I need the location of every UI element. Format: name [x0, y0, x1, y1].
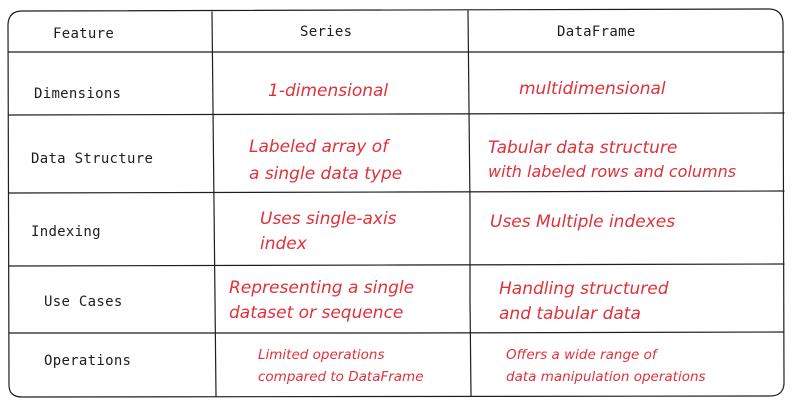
header-feature: Feature	[53, 26, 114, 42]
row-dimensions-series-line-1: 1-dimensional	[268, 81, 388, 101]
row-use-cases-series-line-1: Representing a single	[229, 278, 414, 298]
row-data-structure-feature: Data Structure	[31, 151, 153, 167]
row-use-cases-dataframe-line-1: Handling structured	[499, 279, 669, 299]
row-dimensions-feature: Dimensions	[34, 86, 121, 102]
row-data-structure-series-line-1: Labeled array of	[249, 137, 391, 157]
row-operations-dataframe-line-1: Offers a wide range of	[506, 347, 659, 363]
row-operations-dataframe-line-2: data manipulation operations	[506, 369, 706, 385]
row-divider-5	[8, 331, 785, 334]
row-divider-2	[8, 112, 785, 116]
row-use-cases-feature: Use Cases	[44, 294, 123, 310]
column-divider-2	[467, 10, 472, 397]
row-operations-series-line-1: Limited operations	[258, 347, 384, 363]
row-operations-feature: Operations	[44, 353, 131, 369]
row-operations-series-line-2: compared to DataFrame	[258, 369, 424, 385]
row-indexing-dataframe-line-1: Uses Multiple indexes	[490, 212, 675, 232]
column-divider-1	[211, 11, 217, 397]
row-dimensions-dataframe-line-1: multidimensional	[519, 79, 666, 99]
header-series: Series	[300, 24, 352, 40]
row-indexing-series-line-1: Uses single-axis	[260, 209, 397, 229]
row-indexing-series-line-2: index	[260, 234, 308, 254]
row-indexing-feature: Indexing	[31, 224, 101, 240]
row-data-structure-dataframe-line-2: with labeled rows and columns	[488, 162, 736, 181]
row-divider-3	[8, 190, 785, 194]
row-data-structure-dataframe-line-1: Tabular data structure	[488, 138, 677, 158]
row-use-cases-dataframe-line-2: and tabular data	[499, 304, 641, 324]
header-dataframe: DataFrame	[557, 24, 636, 40]
row-use-cases-series-line-2: dataset or sequence	[229, 303, 403, 323]
row-data-structure-series-line-2: a single data type	[249, 164, 402, 184]
row-divider-4	[8, 263, 785, 267]
table-border	[7, 8, 785, 398]
